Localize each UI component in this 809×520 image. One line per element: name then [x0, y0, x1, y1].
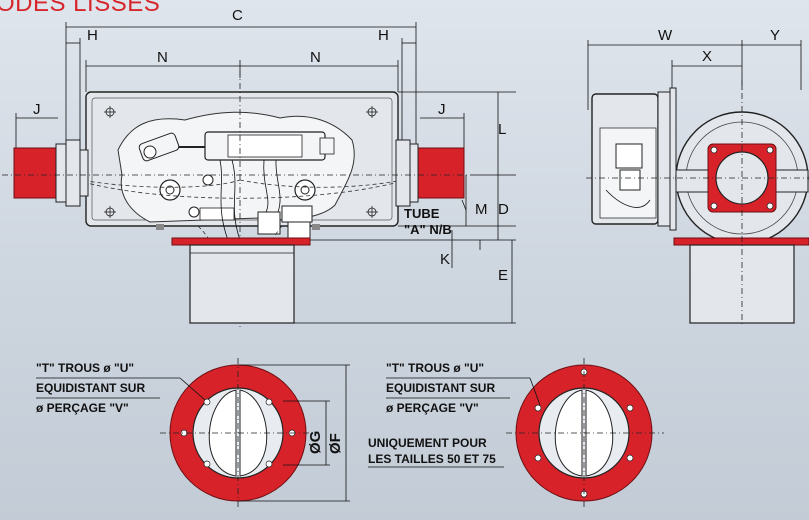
- side-view: W X Y: [586, 27, 809, 326]
- dim-j-right-label: J: [438, 101, 446, 118]
- dim-j-left-label: J: [33, 101, 41, 118]
- flange-left-note-line1: "T" TROUS ø "U": [36, 361, 134, 375]
- dia-g-label: ØG: [307, 431, 324, 454]
- dim-l-label: L: [498, 121, 506, 138]
- dim-c-label: C: [232, 7, 243, 24]
- dim-n-left-label: N: [157, 49, 168, 66]
- dim-w-label: W: [658, 27, 673, 44]
- flange-left-note-line2: EQUIDISTANT SUR: [36, 381, 145, 395]
- bottom-flange: [171, 237, 311, 246]
- flange-detail-right: "T" TROUS ø "U" EQUIDISTANT SUR ø PERÇAG…: [368, 358, 664, 510]
- dim-e-label: E: [498, 267, 508, 284]
- flange-right-note-line1: "T" TROUS ø "U": [386, 361, 484, 375]
- flange-right-size-note2: LES TAILLES 50 ET 75: [368, 452, 496, 466]
- tube-label-line2: "A" N/B: [404, 222, 452, 237]
- front-view: C H H N N J J: [2, 7, 516, 328]
- dim-n-right-label: N: [310, 49, 321, 66]
- dim-k-label: K: [440, 251, 450, 268]
- dim-x-label: X: [702, 48, 712, 65]
- tube-label-line1: TUBE: [404, 206, 440, 221]
- pipe-right: [417, 147, 465, 199]
- flange-right-note-line2: EQUIDISTANT SUR: [386, 381, 495, 395]
- flange-right-note-line3: ø PERÇAGE "V": [386, 401, 479, 415]
- flange-detail-left: ØG ØF "T" TROUS ø "U" EQUIDISTANT SUR ø …: [36, 358, 350, 510]
- cutaway-area: [117, 111, 355, 223]
- pipe-left: [13, 147, 61, 199]
- dim-h-right-label: H: [378, 27, 389, 44]
- dim-m-label: M: [475, 201, 488, 218]
- outlet-pipe: [189, 244, 295, 324]
- dim-y-label: Y: [770, 27, 780, 44]
- dim-h-left-label: H: [87, 27, 98, 44]
- dia-f-label: ØF: [327, 433, 344, 454]
- flange-right-size-note1: UNIQUEMENT POUR: [368, 436, 487, 450]
- sheet-title: ODES LISSES: [0, 0, 161, 17]
- flange-left-note-line3: ø PERÇAGE "V": [36, 401, 129, 415]
- dim-d-label: D: [498, 201, 509, 218]
